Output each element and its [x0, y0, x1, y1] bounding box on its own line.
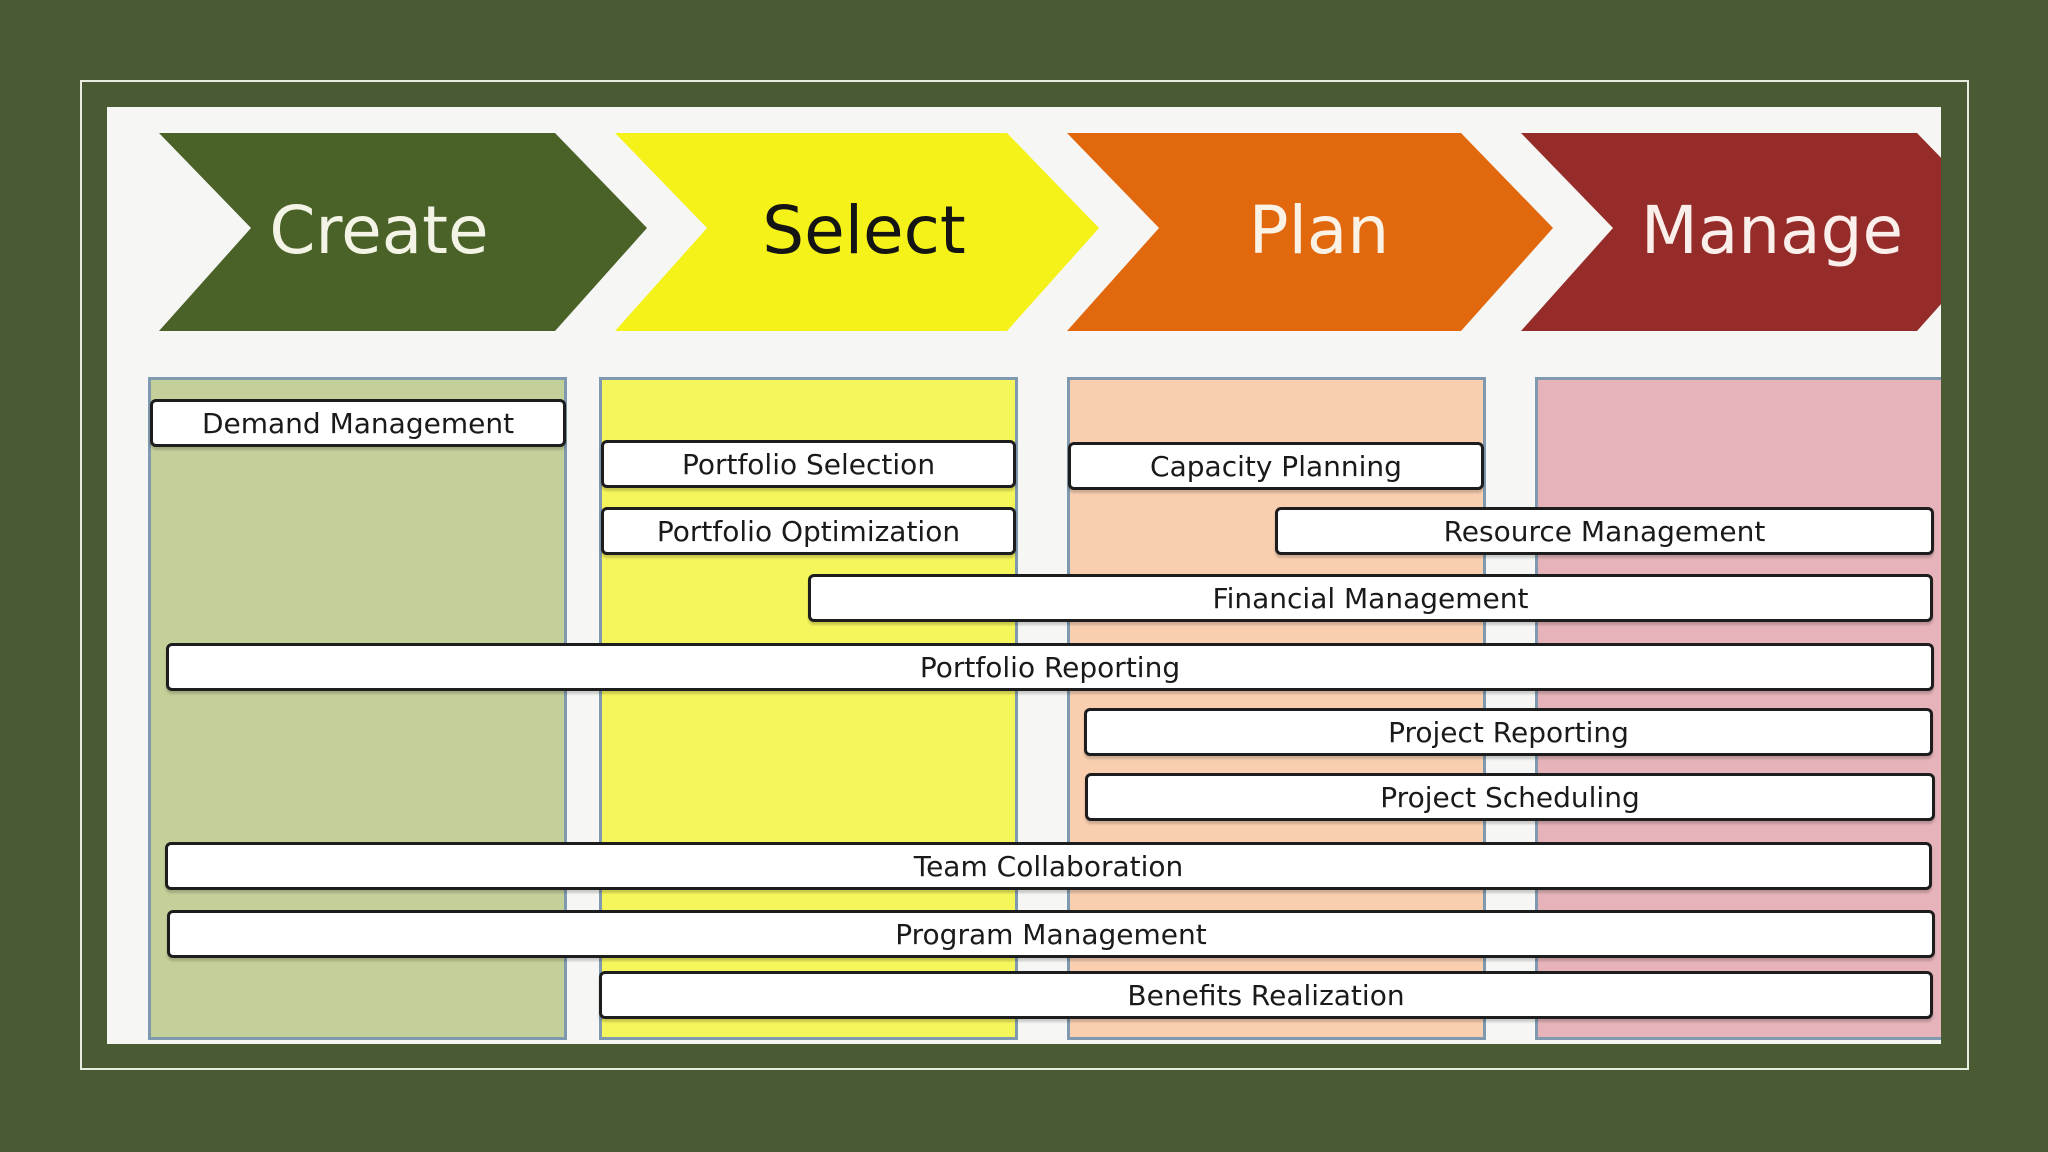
capability-demand-management: Demand Management [150, 399, 566, 447]
slide-panel: Create Select Plan Manage Demand Managem… [107, 107, 1941, 1044]
capability-project-scheduling: Project Scheduling [1085, 773, 1935, 821]
capability-financial-management: Financial Management [808, 574, 1933, 622]
capability-benefits-realization: Benefits Realization [599, 971, 1933, 1019]
slide-frame [80, 80, 1969, 1070]
capability-portfolio-reporting: Portfolio Reporting [166, 643, 1934, 691]
capability-portfolio-selection: Portfolio Selection [601, 440, 1016, 488]
phase-label-manage: Manage [1641, 192, 1903, 269]
phase-label-select: Select [762, 192, 966, 269]
phase-label-create: Create [269, 192, 488, 269]
phase-arrows: Create Select Plan Manage [159, 133, 1941, 331]
capability-project-reporting: Project Reporting [1084, 708, 1933, 756]
capability-capacity-planning: Capacity Planning [1068, 442, 1484, 490]
phase-label-plan: Plan [1249, 192, 1389, 269]
capability-portfolio-optimization: Portfolio Optimization [601, 507, 1016, 555]
phase-arrow-plan [1067, 133, 1553, 331]
phase-arrow-manage [1521, 133, 1941, 331]
capability-program-management: Program Management [167, 910, 1935, 958]
capability-team-collaboration: Team Collaboration [165, 842, 1932, 890]
phase-arrow-select [615, 133, 1099, 331]
phase-arrow-create [159, 133, 647, 331]
capability-resource-management: Resource Management [1275, 507, 1934, 555]
